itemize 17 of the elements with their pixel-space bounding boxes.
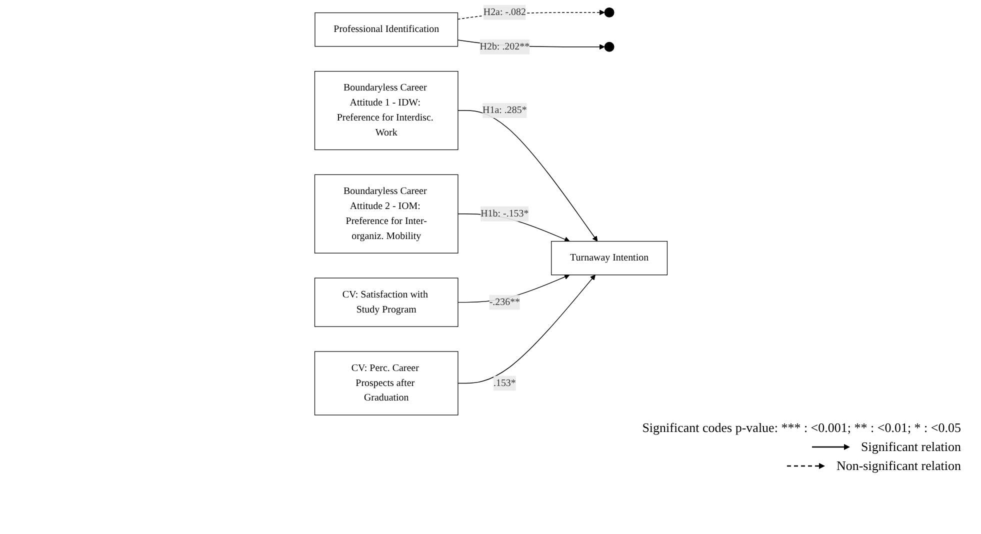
node-box: Boundaryless Career Attitude 1 - IDW: Preference for Interdisc. Work (314, 70, 458, 150)
node-box: CV: Perc. Career Prospects after Graduation (314, 351, 458, 416)
arrow (457, 274, 595, 384)
edge-label: H1b: -.153* (480, 208, 528, 219)
edge-label: H1a: .285* (482, 104, 526, 116)
node-box: Turnaway Intention (550, 240, 668, 276)
node-box: Boundaryless Career Attitude 2 - IOM: Preference for Inter-organiz. Mobility (314, 174, 458, 254)
edge-label: H2b: .202** (479, 41, 530, 52)
legend-label: Non-significant relation (836, 458, 961, 474)
legend-label: Significant relation (860, 439, 961, 455)
arrow (457, 110, 598, 242)
node-box: CV: Satisfaction with Study Program (314, 278, 458, 327)
edge-label: -.236** (488, 296, 520, 308)
significance-note: Significant codes p-value: *** : <0.001; ** : <0.01; * : <0.05 (642, 420, 961, 436)
edge-label: H2a: -.082 (482, 6, 526, 18)
node-box: Professional Identification (314, 12, 458, 47)
edge-label: .153* (492, 378, 516, 388)
